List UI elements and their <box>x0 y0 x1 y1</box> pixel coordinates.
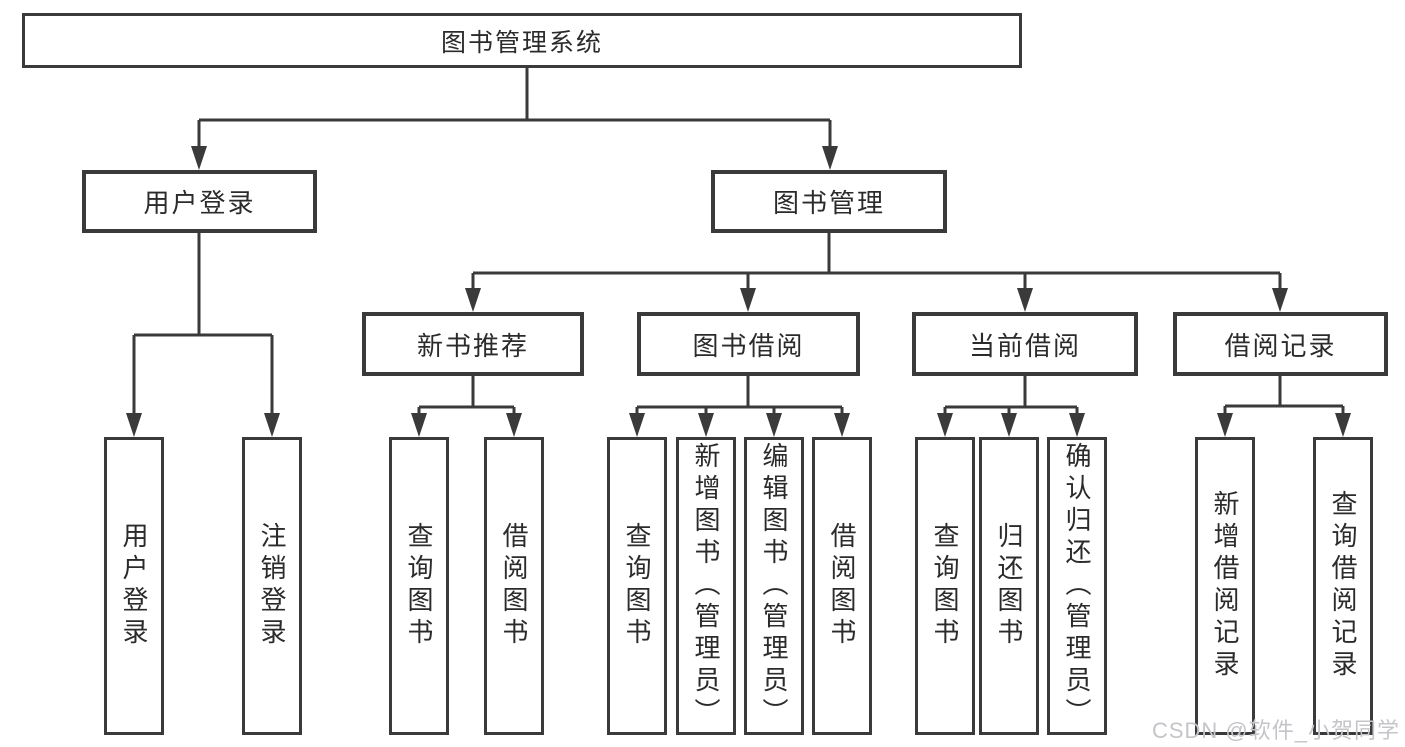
leaf-cb-query-book-label: 查询图书 <box>930 522 960 650</box>
arrowhead <box>264 413 280 437</box>
leaf-bb-add-book-admin: 新增图书（管理员） <box>676 437 736 735</box>
arrowhead <box>740 288 756 312</box>
arrowhead <box>411 413 427 437</box>
leaf-bb-borrow-book-label: 借阅图书 <box>827 522 857 650</box>
node-borrow-records-label: 借阅记录 <box>1224 330 1337 361</box>
leaf-cb-return-book-label: 归还图书 <box>994 522 1024 650</box>
leaf-user-login-label: 用户登录 <box>119 522 149 650</box>
node-new-book-recommend: 新书推荐 <box>362 312 584 376</box>
node-book-management: 图书管理 <box>711 170 947 233</box>
node-book-borrow-label: 图书借阅 <box>692 330 805 361</box>
arrowhead <box>1001 413 1017 437</box>
leaf-bb-edit-book-admin-label: 编辑图书（管理员） <box>759 442 789 730</box>
leaf-nb-query-book-label: 查询图书 <box>404 522 434 650</box>
node-root-label: 图书管理系统 <box>440 28 603 57</box>
leaf-nb-query-book: 查询图书 <box>389 437 449 735</box>
leaf-bb-edit-book-admin: 编辑图书（管理员） <box>744 437 804 735</box>
arrowhead <box>698 413 714 437</box>
arrowhead <box>1017 288 1033 312</box>
leaf-user-login: 用户登录 <box>104 437 164 735</box>
leaf-logout: 注销登录 <box>242 437 302 735</box>
arrowhead <box>834 413 850 437</box>
leaf-cb-confirm-return-admin: 确认归还（管理员） <box>1047 437 1107 735</box>
arrowhead <box>126 413 142 437</box>
node-root-system: 图书管理系统 <box>22 13 1022 68</box>
arrowhead <box>191 146 207 170</box>
leaf-bb-query-book: 查询图书 <box>607 437 667 735</box>
arrowhead <box>506 413 522 437</box>
leaf-bb-borrow-book: 借阅图书 <box>812 437 872 735</box>
leaf-nb-borrow-book-label: 借阅图书 <box>499 522 529 650</box>
leaf-logout-label: 注销登录 <box>257 522 287 650</box>
arrowhead <box>937 413 953 437</box>
node-book-management-label: 图书管理 <box>772 188 885 218</box>
leaf-nb-borrow-book: 借阅图书 <box>484 437 544 735</box>
node-current-borrow: 当前借阅 <box>912 312 1138 376</box>
arrowhead <box>1272 288 1288 312</box>
arrowhead <box>629 413 645 437</box>
node-new-book-recommend-label: 新书推荐 <box>416 330 529 361</box>
node-book-borrow: 图书借阅 <box>637 312 860 376</box>
leaf-br-query-record: 查询借阅记录 <box>1313 437 1373 735</box>
arrowhead <box>1069 413 1085 437</box>
node-current-borrow-label: 当前借阅 <box>968 330 1081 361</box>
leaf-bb-add-book-admin-label: 新增图书（管理员） <box>691 442 721 730</box>
node-borrow-records: 借阅记录 <box>1173 312 1388 376</box>
leaf-cb-return-book: 归还图书 <box>979 437 1039 735</box>
arrowhead <box>465 288 481 312</box>
leaf-cb-confirm-return-admin-label: 确认归还（管理员） <box>1062 442 1092 730</box>
arrowhead <box>1217 413 1233 437</box>
leaf-bb-query-book-label: 查询图书 <box>622 522 652 650</box>
leaf-br-add-record-label: 新增借阅记录 <box>1210 490 1240 682</box>
arrowhead <box>766 413 782 437</box>
arrowhead <box>822 146 838 170</box>
node-user-login-label: 用户登录 <box>143 188 256 218</box>
arrowhead <box>1335 413 1351 437</box>
csdn-watermark: CSDN @软件_小贺同学 <box>1151 718 1400 743</box>
leaf-br-add-record: 新增借阅记录 <box>1195 437 1255 735</box>
leaf-cb-query-book: 查询图书 <box>915 437 975 735</box>
leaf-br-query-record-label: 查询借阅记录 <box>1328 490 1358 682</box>
node-user-login: 用户登录 <box>82 170 317 233</box>
